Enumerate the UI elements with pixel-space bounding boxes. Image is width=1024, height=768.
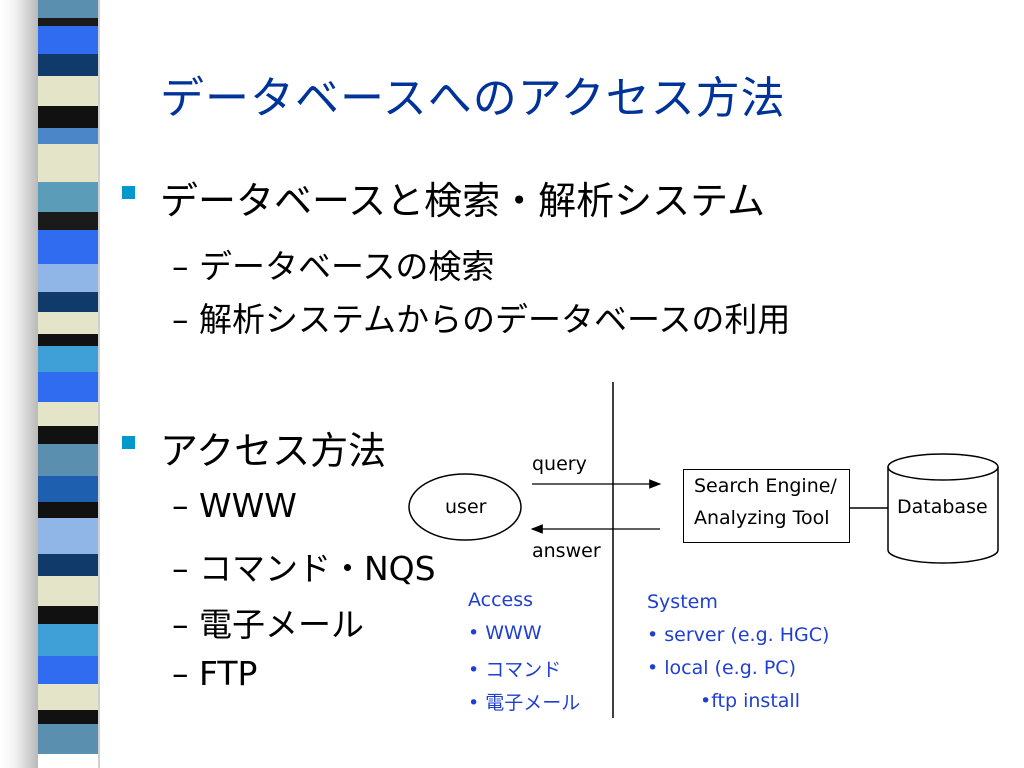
user-ellipse (408, 473, 522, 541)
stripe-segment (38, 106, 98, 128)
search-engine-line2: Analyzing Tool (694, 507, 830, 529)
sub-bullet-command-nqs: – コマンド・NQS (172, 549, 436, 588)
stripe-segment (38, 426, 98, 444)
stripe-segment (38, 624, 98, 656)
sub-bullet-ftp: – FTP (172, 654, 258, 693)
system-item-ftp-install: •ftp install (700, 690, 800, 712)
bullet-text: データベースと検索・解析システム (160, 179, 765, 223)
sub-bullet-www: – WWW (172, 486, 297, 525)
stripe-segment (38, 76, 98, 106)
stripe-segment (38, 576, 98, 606)
stripe-segment (38, 128, 98, 144)
sub-bullet-database-search: – データベースの検索 (172, 247, 495, 286)
access-item-command: • コマンド (468, 659, 562, 681)
stripe-segment (38, 312, 98, 334)
stripe-segment (38, 230, 98, 264)
stripe-segment (38, 402, 98, 426)
stripe-segment (38, 656, 98, 684)
stripe-segment (38, 292, 98, 312)
stripe-segment (38, 684, 98, 710)
bullet-text: アクセス方法 (160, 429, 387, 473)
user-label: user (445, 496, 487, 518)
search-engine-line1: Search Engine/ (694, 475, 837, 497)
stripe-segment (38, 710, 98, 724)
sub-bullet-analysis-use: – 解析システムからのデータベースの利用 (172, 300, 791, 339)
stripe-segment (38, 212, 98, 230)
access-item-www: • WWW (468, 622, 542, 644)
stripe-segment (38, 724, 98, 754)
stripe-segment (38, 54, 98, 76)
stripe-segment (38, 334, 98, 346)
answer-label: answer (532, 540, 601, 562)
square-bullet-icon (122, 186, 135, 199)
database-cylinder-top (887, 453, 999, 481)
access-item-email: • 電子メール (468, 692, 581, 714)
stripe-segment (38, 444, 98, 476)
square-bullet-icon (122, 436, 135, 449)
sub-bullet-email: – 電子メール (172, 605, 364, 644)
access-heading: Access (468, 589, 534, 611)
stripe-segment (38, 26, 98, 54)
stripe-segment (38, 476, 98, 502)
system-heading: System (647, 591, 718, 613)
stripe-segment (38, 0, 98, 18)
stripe-shadow (0, 0, 38, 768)
system-item-server: • server (e.g. HGC) (647, 624, 830, 646)
stripe-segment (38, 518, 98, 554)
stripe-segment (38, 346, 98, 372)
stripe-edge (98, 0, 100, 768)
query-label: query (532, 453, 587, 475)
slide-title: データベースへのアクセス方法 (160, 73, 786, 124)
system-item-local: • local (e.g. PC) (647, 657, 796, 679)
stripe-segment (38, 264, 98, 292)
search-engine-box: Search Engine/ Analyzing Tool (683, 469, 850, 543)
stripe-segment (38, 144, 98, 182)
stripe-segment (38, 182, 98, 212)
stripe-segment (38, 18, 98, 26)
stripe-segment (38, 606, 98, 624)
stripe-segment (38, 554, 98, 576)
database-cylinder-body (887, 467, 999, 564)
stripe-segment (38, 372, 98, 402)
decorative-stripe-bar (0, 0, 100, 768)
database-label: Database (897, 496, 988, 518)
stripe-segment (38, 502, 98, 518)
